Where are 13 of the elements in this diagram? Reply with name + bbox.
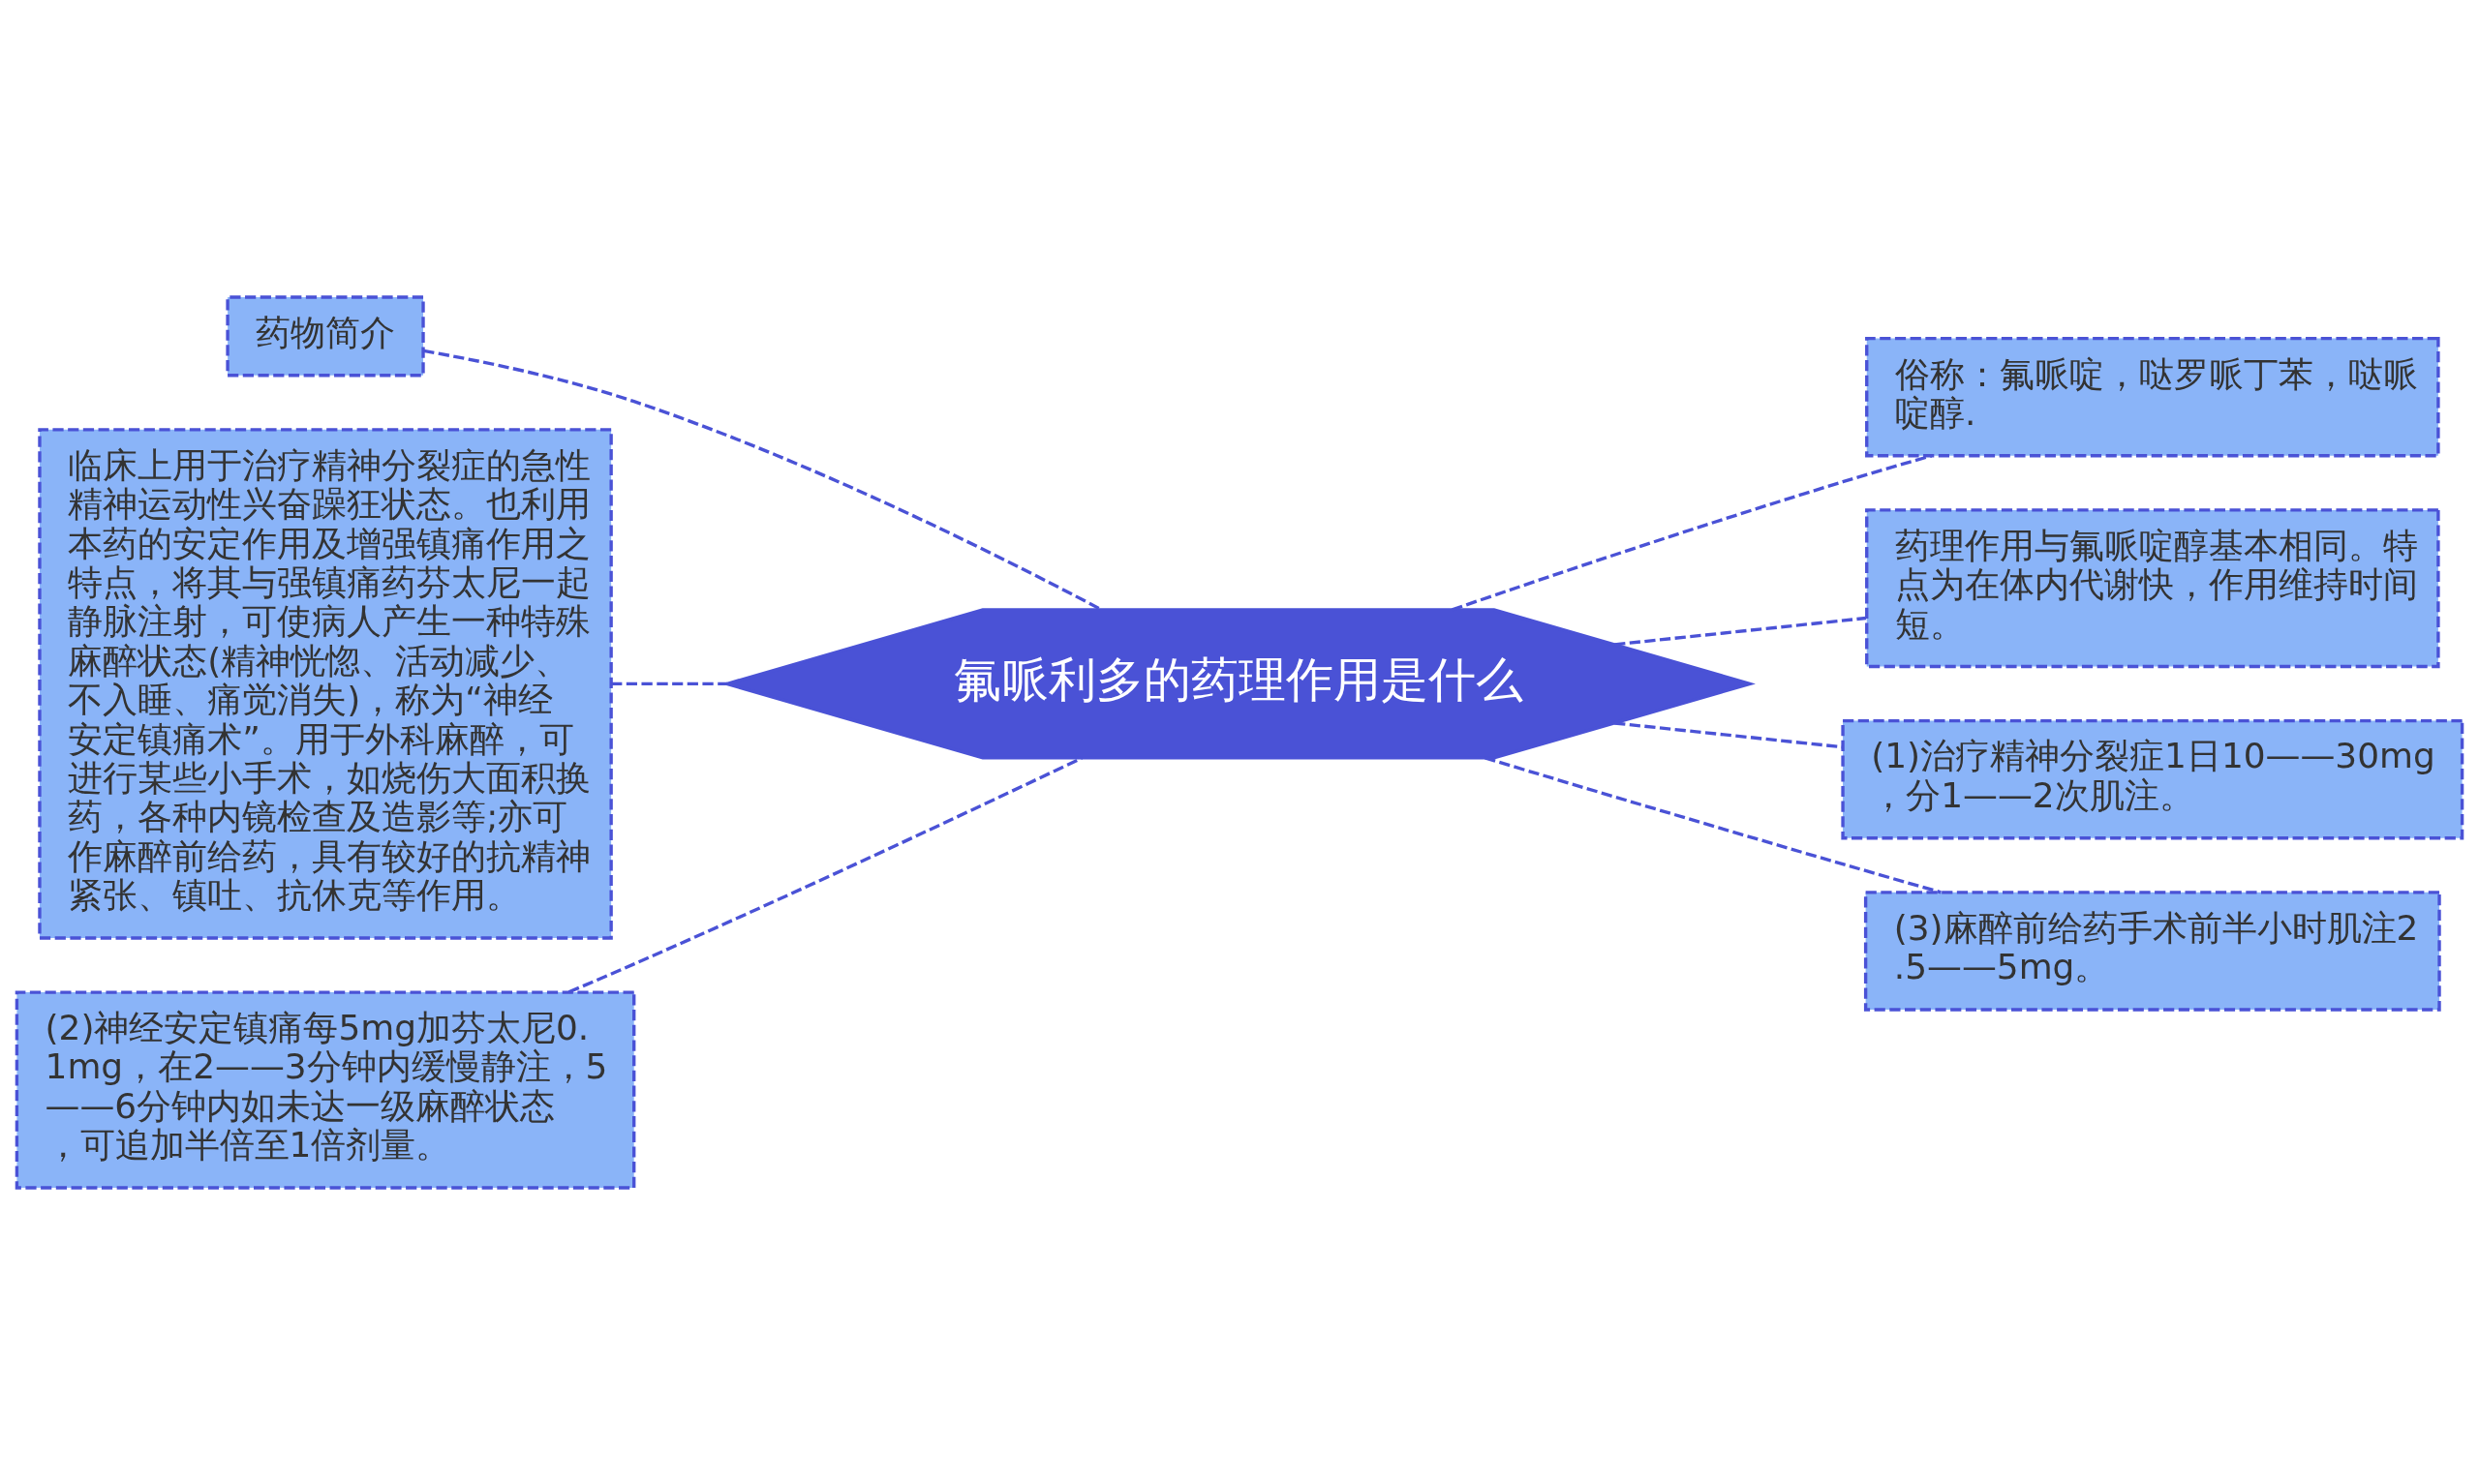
node-box: 药理作用与氟哌啶醇基本相同。特点为在体内代谢快，作用维持时间短。	[1865, 507, 2440, 668]
connector	[611, 681, 727, 685]
connector	[1614, 616, 1867, 646]
connector	[1452, 453, 1933, 611]
node-box: 俗称：氟哌啶，哒罗哌丁苯，哒哌啶醇.	[1865, 336, 2440, 457]
node-box: (3)麻醉前给药手术前半小时肌注2.5——5mg。	[1863, 890, 2441, 1012]
node-box: (2)神经安定镇痛每5mg加芬太尼0.1mg，在2——3分钟内缓慢静注，5——6分钟内如未达一级麻醉状态，可追加半倍至1倍剂量。	[15, 989, 636, 1190]
connector	[1614, 720, 1843, 748]
connector	[567, 756, 1083, 993]
node-box: 临床上用于治疗精神分裂症的急性精神运动性兴奋躁狂状态。也利用本药的安定作用及增强镇痛作用之特点，将其与强镇痛药芬太尼一起静脉注射，可使病人产生一种特殊麻醉状态(精神恍惚、活动减少、不入睡、痛觉消失)，称为“神经安定镇痛术”。用于外科麻醉，可进行某些小手术，如烧伤大面积换药，各种内镜检查及造影等;亦可作麻醉前给药，具有较好的抗精神紧张、镇吐、抗休克等作用。	[38, 427, 613, 940]
node-box: (1)治疗精神分裂症1日10——30mg，分1——2次肌注。	[1841, 718, 2464, 839]
connector	[423, 348, 1102, 611]
node-box: 药物简介	[226, 294, 425, 377]
